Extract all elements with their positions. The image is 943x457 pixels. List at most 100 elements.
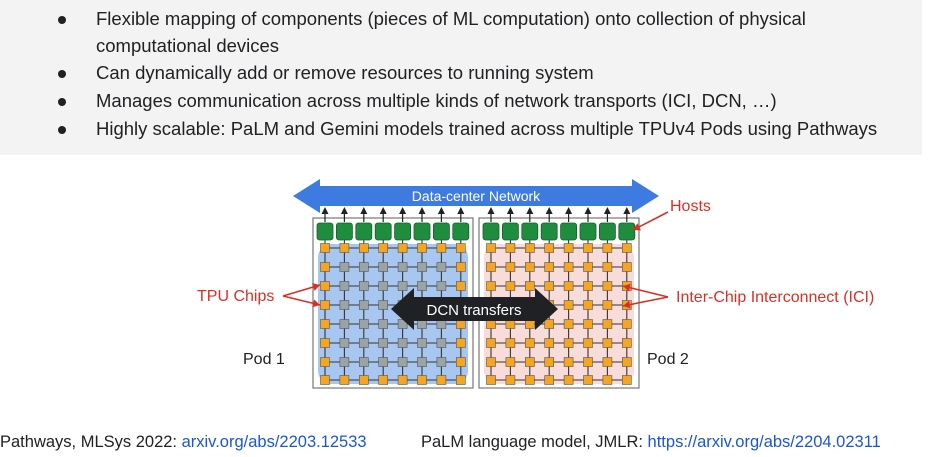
tpu-chip bbox=[339, 281, 350, 291]
bullet-text: Highly scalable: PaLM and Gemini models … bbox=[96, 118, 878, 139]
uplink-arrowhead bbox=[584, 207, 592, 214]
bullet-dot bbox=[58, 98, 66, 106]
host bbox=[413, 222, 431, 241]
uplink-arrowhead bbox=[623, 207, 631, 214]
host bbox=[394, 222, 412, 241]
tpu-chip bbox=[455, 375, 466, 385]
tpu-chip bbox=[436, 281, 447, 291]
annotation-arrowhead bbox=[312, 299, 320, 308]
tpu-chip bbox=[358, 300, 369, 310]
tpu-chip bbox=[358, 281, 369, 291]
tpu-chip bbox=[602, 357, 613, 367]
tpu-chip bbox=[320, 375, 330, 385]
bullet-item: Can dynamically add or remove resources … bbox=[0, 59, 922, 87]
tpu-chip bbox=[436, 357, 447, 367]
tpu-chip bbox=[339, 300, 350, 310]
tpu-chip bbox=[544, 319, 555, 329]
tpu-chip bbox=[563, 319, 574, 329]
tpu-chip bbox=[358, 338, 369, 348]
tpu-chip bbox=[563, 300, 574, 310]
tpu-chip bbox=[378, 281, 389, 291]
tpu-chip bbox=[486, 243, 496, 253]
tpu-chip bbox=[563, 243, 574, 253]
tpu-chip bbox=[436, 262, 447, 272]
tpu-chip bbox=[358, 357, 369, 367]
tpu-chip bbox=[583, 375, 593, 385]
tpu-chip bbox=[397, 338, 408, 348]
uplink-arrowhead bbox=[379, 207, 387, 214]
tpu-chip bbox=[524, 243, 535, 253]
annotation-arrow bbox=[622, 296, 669, 307]
tpu-chip bbox=[602, 375, 613, 385]
annotation-arrowhead bbox=[623, 283, 631, 292]
tpu-chip bbox=[320, 357, 330, 367]
tpu-chip bbox=[583, 357, 593, 367]
tpu-chip bbox=[505, 281, 516, 291]
bullets-panel: Flexible mapping of components (pieces o… bbox=[0, 0, 922, 155]
bullet-item: Flexible mapping of components (pieces o… bbox=[0, 5, 922, 56]
host bbox=[374, 222, 392, 241]
bullet-dot bbox=[58, 70, 66, 78]
tpu-chip bbox=[486, 262, 496, 272]
tpu-chip bbox=[505, 243, 516, 253]
uplink-arrowhead bbox=[457, 207, 465, 214]
reference-pathways-text: Pathways, MLSys 2022: bbox=[0, 433, 182, 451]
hosts-label: Hosts bbox=[670, 198, 711, 215]
bullet-item: Highly scalable: PaLM and Gemini models … bbox=[0, 115, 922, 143]
tpu-chip bbox=[621, 243, 632, 253]
pathways-paper-link[interactable]: arxiv.org/abs/2203.12533 bbox=[181, 433, 367, 451]
tpu-chip bbox=[436, 375, 447, 385]
tpu-chip bbox=[505, 262, 516, 272]
host bbox=[355, 222, 373, 241]
host bbox=[452, 222, 470, 241]
tpu-chip bbox=[320, 281, 330, 291]
tpu-chip bbox=[583, 338, 593, 348]
tpu-chip bbox=[524, 375, 535, 385]
palm-paper-link[interactable]: https://arxiv.org/abs/2204.02311 bbox=[647, 433, 881, 451]
tpu-chip bbox=[378, 319, 389, 329]
tpu-chip bbox=[583, 319, 593, 329]
reference-palm-text: PaLM language model, JMLR: bbox=[421, 433, 648, 451]
tpu-chip bbox=[544, 243, 555, 253]
uplink-arrowhead bbox=[360, 207, 368, 214]
tpu-chip bbox=[505, 338, 516, 348]
network-label: Data-center Network bbox=[412, 188, 541, 204]
tpu-chip bbox=[339, 262, 350, 272]
dcn-transfers-arrow bbox=[391, 288, 558, 330]
tpu-chip bbox=[455, 338, 466, 348]
uplink-arrowhead bbox=[418, 207, 426, 214]
tpu-chip bbox=[621, 338, 632, 348]
annotation-arrowhead bbox=[623, 300, 631, 309]
tpu-chip bbox=[563, 357, 574, 367]
uplink-arrowhead bbox=[399, 207, 407, 214]
tpu-chip bbox=[583, 300, 593, 310]
host bbox=[432, 222, 450, 241]
tpu-chip bbox=[455, 243, 466, 253]
uplink-arrowhead bbox=[487, 207, 495, 214]
bullet-dot bbox=[58, 16, 66, 24]
tpu-chip bbox=[524, 262, 535, 272]
pod2-region bbox=[484, 244, 634, 384]
tpu-chip bbox=[320, 243, 330, 253]
tpu-chips-label: TPU Chips bbox=[197, 288, 274, 305]
tpu-chip bbox=[544, 281, 555, 291]
tpu-chip bbox=[378, 357, 389, 367]
annotation-arrowhead bbox=[633, 223, 642, 231]
tpu-chip bbox=[358, 243, 369, 253]
tpu-chip bbox=[621, 375, 632, 385]
uplink-arrowhead bbox=[321, 207, 329, 214]
tpu-chip bbox=[524, 338, 535, 348]
annotation-arrowhead bbox=[312, 283, 320, 291]
footer-references: Pathways, MLSys 2022: arxiv.org/abs/2203… bbox=[0, 433, 943, 455]
tpu-chip bbox=[320, 262, 330, 272]
host bbox=[316, 222, 334, 241]
tpu-chip bbox=[602, 338, 613, 348]
uplink-arrowhead bbox=[506, 207, 514, 214]
bullet-text: Manages communication across multiple ki… bbox=[96, 90, 777, 111]
bullet-text: Flexible mapping of components (pieces o… bbox=[96, 8, 806, 56]
tpu-chip bbox=[602, 262, 613, 272]
tpu-chip bbox=[339, 319, 350, 329]
tpu-chip bbox=[358, 375, 369, 385]
tpu-chip bbox=[455, 357, 466, 367]
tpu-chip bbox=[563, 281, 574, 291]
